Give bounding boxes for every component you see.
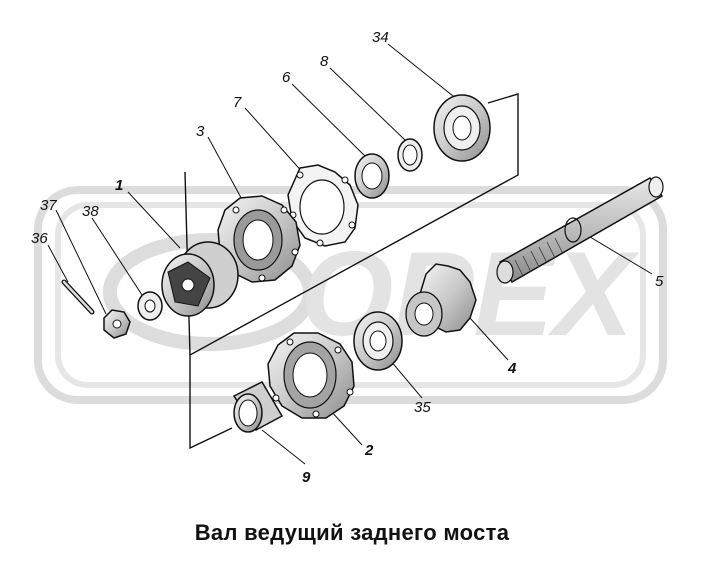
- leader-lines: [47, 43, 653, 465]
- label-35: 35: [414, 399, 431, 416]
- label-6: 6: [282, 69, 291, 86]
- bearing-34: [433, 94, 491, 162]
- ring-6: [354, 153, 390, 199]
- gear-4: [405, 263, 477, 337]
- nut-37: [103, 309, 131, 339]
- label-4: 4: [507, 360, 517, 377]
- label-37: 37: [40, 197, 57, 214]
- flange-1: [161, 241, 239, 317]
- bearing-35: [353, 311, 403, 371]
- label-36: 36: [31, 230, 48, 247]
- label-3: 3: [196, 123, 205, 140]
- label-38: 38: [82, 203, 99, 220]
- sleeve-9: [232, 381, 284, 433]
- label-8: 8: [320, 53, 329, 70]
- label-7: 7: [233, 94, 242, 111]
- drive-shaft-5: [496, 176, 664, 284]
- bearing-housing-2: [267, 332, 355, 419]
- bearing-housing-3: [217, 195, 301, 283]
- cotter-pin-36: [61, 279, 95, 315]
- gasket-7: [287, 164, 359, 247]
- figure-caption: Вал ведущий заднего моста: [194, 520, 510, 545]
- label-2: 2: [364, 442, 374, 459]
- washer-38: [137, 291, 163, 321]
- label-9: 9: [302, 469, 311, 486]
- label-1: 1: [115, 177, 123, 194]
- label-34: 34: [372, 29, 389, 46]
- snap-ring-8: [397, 138, 423, 172]
- label-5: 5: [655, 273, 664, 290]
